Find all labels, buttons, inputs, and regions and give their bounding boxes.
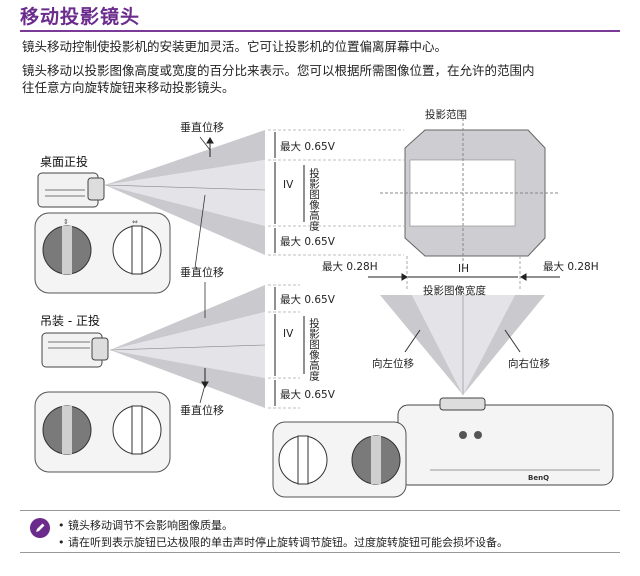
svg-text:⇔: ⇔ (132, 218, 138, 226)
desk-knob-panel: ⇕ ⇔ (34, 212, 171, 294)
page-title: 移动投影镜头 (20, 6, 141, 28)
description-line-1: 镜头移动以投影图像高度或宽度的百分比来表示。您可以根据所需图像位置，在允许的范围… (22, 63, 535, 78)
shift-right-label: 向右位移 (508, 357, 550, 370)
pencil-icon (30, 518, 50, 538)
vshift-label-bottom: 垂直位移 (180, 403, 224, 417)
note-bottom-rule (20, 552, 620, 553)
description-line-2: 往任意方向旋转旋钮来移动投影镜头。 (22, 80, 235, 95)
desk-projector (37, 172, 105, 208)
brand-logo: BenQ (528, 474, 549, 482)
svg-text:⇕: ⇕ (63, 218, 69, 226)
v-label-1: IV (283, 179, 294, 191)
desk-cone-mid (105, 160, 265, 226)
max-v-label-2: 最大 0.65V (280, 235, 336, 248)
ceiling-cone-bottom (110, 350, 265, 408)
guide-lines (268, 129, 404, 409)
max-v-label-3: 最大 0.65V (280, 293, 336, 306)
ceiling-label: 吊装 - 正投 (40, 313, 100, 328)
ceiling-projector (41, 332, 109, 368)
ceiling-cone-mid (110, 312, 265, 378)
width-label: 投影图像宽度 (423, 284, 486, 297)
intro-text: 镜头移动控制使投影机的安装更加灵活。它可让投影机的位置偏离屏幕中心。 (22, 39, 448, 54)
height-label-1: 投影图像高度 (308, 167, 320, 232)
screen-label: 投影范围 (425, 108, 467, 121)
desk-cone-bottom (105, 185, 265, 255)
v-label-2: IV (283, 328, 294, 340)
max-h-right: 最大 0.28H (543, 260, 599, 273)
vshift-label-mid: 垂直位移 (180, 265, 224, 279)
right-shift-cone (463, 295, 545, 395)
projection-range (380, 118, 560, 290)
title-rule (20, 30, 620, 32)
note-1: • 镜头移动调节不会影响图像质量。 (58, 519, 233, 532)
front-projector (397, 397, 614, 486)
max-h-left: 最大 0.28H (322, 260, 378, 273)
shift-left-label: 向左位移 (372, 357, 414, 370)
center-cone (412, 295, 515, 395)
desk-label: 桌面正投 (40, 154, 88, 169)
max-v-label-4: 最大 0.65V (280, 388, 336, 401)
note-top-rule (20, 510, 620, 511)
max-v-label-1: 最大 0.65V (280, 140, 336, 153)
ceiling-knob-panel (34, 391, 171, 473)
front-knob-panel (272, 421, 407, 498)
height-label-2: 投影图像高度 (308, 317, 320, 382)
left-shift-cone (380, 295, 463, 395)
h-label: IH (458, 263, 469, 275)
vshift-label-top: 垂直位移 (180, 120, 224, 134)
ceiling-cone-top (110, 285, 265, 350)
desk-cone-top (105, 130, 265, 185)
note-2: • 请在听到表示旋钮已达极限的单击声时停止旋转调节旋钮。过度旋转旋钮可能会损坏设… (58, 536, 508, 549)
